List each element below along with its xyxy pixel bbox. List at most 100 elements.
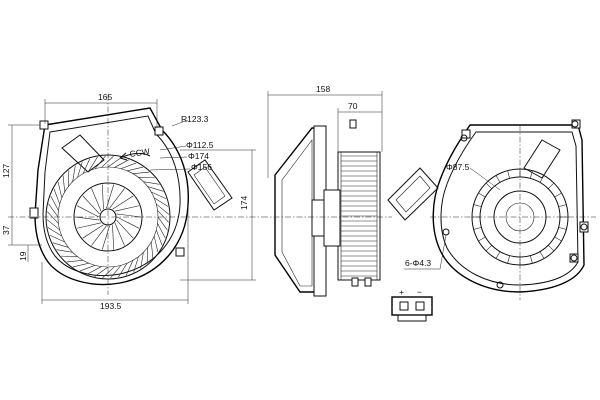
mount-hole-6 (496, 281, 504, 289)
impeller-blade (66, 260, 84, 263)
motor-slot (507, 255, 510, 264)
impeller-blade (157, 216, 168, 231)
hub-spoke (82, 224, 104, 239)
impeller-blade (140, 252, 144, 269)
mount-hole-4 (580, 223, 588, 231)
impeller-blade (94, 155, 106, 169)
side-top-tab (349, 119, 357, 129)
dim-87-leader (469, 167, 501, 191)
impeller-blade (151, 241, 154, 259)
side-motor-cap (311, 199, 325, 237)
hub-spoke (82, 195, 100, 215)
impeller-blade (154, 197, 169, 207)
front-bracket-inner (193, 166, 226, 205)
motor-slot (554, 236, 562, 242)
impeller-blade (157, 210, 169, 223)
impeller-blade (153, 236, 159, 253)
dim-87-label: Φ87.5 (446, 162, 470, 172)
hub-spoke (112, 224, 114, 250)
dim-37-label: 37 (1, 225, 11, 235)
hub-spoke (114, 205, 140, 212)
hub-spoke (102, 184, 104, 210)
dim-70-label: 70 (348, 101, 358, 111)
impeller-blade (132, 171, 150, 174)
rear-housing-inner (440, 131, 579, 286)
ccw-arrowhead (119, 152, 128, 161)
rear-tab-bottom (569, 253, 579, 263)
dim-165-label: 165 (98, 92, 112, 102)
holes-label: 6-Φ4.3 (405, 258, 431, 268)
impeller-blade (68, 170, 70, 187)
dim-174-vert-label: 174 (239, 196, 249, 210)
motor-slot (530, 170, 533, 179)
impeller-blade (52, 242, 69, 248)
rear-housing-outline (432, 124, 585, 293)
impeller-blade (57, 181, 63, 198)
impeller-blade (101, 156, 114, 168)
impeller-blade (53, 188, 60, 205)
impeller-blade (138, 177, 155, 179)
impeller-blade (50, 195, 59, 211)
hub-spokes (74, 184, 142, 250)
rear-outlet-duct (523, 139, 561, 179)
rear-view: Φ87.5 6-Φ4.3 + − (387, 119, 596, 322)
motor-slot (473, 227, 482, 230)
dim-112-leader (159, 145, 187, 151)
impeller-blade (47, 227, 62, 237)
motor-slot (495, 251, 501, 259)
front-tab-right (154, 126, 164, 136)
impeller-blade (82, 158, 91, 174)
motor-slot (558, 204, 567, 207)
dim-174-leader (159, 156, 188, 159)
impeller-blade (48, 203, 59, 218)
rotation-label: CCW (129, 146, 151, 159)
side-bottom-tab-b (364, 277, 372, 287)
mount-hole-5 (570, 254, 578, 262)
impeller-blade (61, 255, 78, 257)
impeller-blade (94, 266, 109, 277)
motor-slot (548, 182, 555, 189)
hub-spoke (91, 225, 107, 246)
motor-slot (485, 182, 492, 189)
mount-hole-3 (571, 120, 579, 128)
dim-156-leader (149, 168, 191, 171)
hub-spoke (76, 222, 102, 229)
front-tab-top (39, 120, 49, 130)
motor-slot (539, 175, 545, 183)
motor-slot (495, 175, 501, 183)
ccw-arrow-icon (119, 152, 151, 159)
hub-spoke (116, 219, 134, 239)
impeller-blade (47, 211, 59, 224)
impeller-blade (120, 162, 137, 169)
dim-158-label: 158 (316, 84, 330, 94)
impeller-blade (86, 266, 102, 275)
rear-bracket-inner (395, 175, 431, 213)
hub-spoke (109, 188, 125, 209)
impeller-blade (147, 186, 164, 192)
impeller-blade (118, 263, 128, 278)
rear-tab-top-left (461, 129, 471, 139)
impeller-blade (79, 265, 96, 272)
impeller-blade (156, 229, 163, 246)
hub-spoke (106, 184, 115, 209)
impeller-blade (125, 260, 134, 276)
motor-slot (478, 192, 486, 198)
impeller-blade (102, 266, 115, 278)
impeller-blade (114, 159, 130, 168)
impeller-blade (157, 223, 166, 239)
side-motor-body (323, 189, 341, 247)
dim-112-label: Φ112.5 (186, 140, 214, 150)
side-housing-inner (281, 139, 313, 287)
impeller-blade (72, 165, 76, 182)
impeller-blades (46, 155, 170, 279)
impeller-blade (127, 166, 144, 172)
mount-hole-2 (460, 134, 468, 142)
motor-slot (478, 236, 486, 242)
impeller-blade (107, 157, 122, 168)
front-tab-bottom (175, 247, 185, 257)
dim-127-label: 127 (1, 164, 11, 178)
motor-slot (548, 245, 555, 252)
impeller-blade (146, 247, 148, 264)
front-tab-left (29, 207, 39, 219)
